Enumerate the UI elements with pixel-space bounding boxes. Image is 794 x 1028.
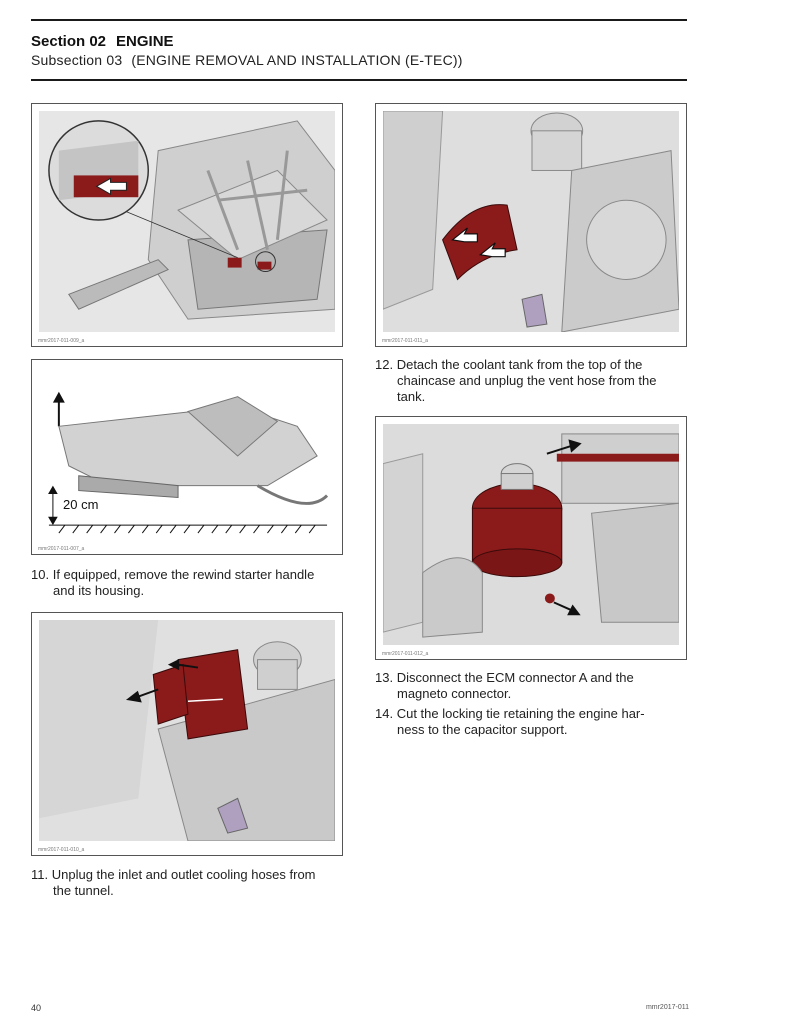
step-10: 10. If equipped, remove the rewind start… [31,567,346,599]
doc-code: mmr2017-011 [645,1004,689,1011]
step-text-cont: magneto connector. [397,686,512,701]
step-text-cont: chaincase and unplug the vent hose from … [397,373,657,388]
step-number: 11. [31,867,49,882]
step-text: Unplug the inlet and outlet cooling hose… [51,867,316,882]
subsection-name: (ENGINE REMOVAL AND INSTALLATION (E-TEC)… [131,52,463,68]
step-13: 13. Disconnect the ECM connector A and t… [375,670,690,702]
figure-id: mmr2017-011-010_a [38,847,85,853]
figure-id: mmr2017-011-011_a [382,338,428,344]
header-top-rule [31,19,687,21]
step-text: If equipped, remove the rewind starter h… [52,567,315,582]
figure-coolant-tank-closeup: mmr2017-011-012_a [375,416,687,660]
step-number: 10. [31,567,50,582]
subsection-title: Subsection 03 (ENGINE REMOVAL AND INSTALL… [31,52,463,68]
figure-coolant-tank: mmr2017-011-011_a [375,103,687,347]
step-text-cont: ness to the capacitor support. [397,722,568,737]
illustration-coolant-tank [383,111,679,332]
figure-cooling-hoses: mmr2017-011-010_a [31,612,343,856]
step-text: Detach the coolant tank from the top of … [396,357,643,372]
illustration-engine-front [39,111,335,332]
page-number: 40 [31,1003,42,1013]
step-11: 11. Unplug the inlet and outlet cooling … [31,867,346,899]
illustration-cooling-hoses [39,620,335,841]
up-arrow-icon [52,391,65,427]
step-text-cont: and its housing. [53,583,145,598]
figure-id: mmr2017-011-007_a [38,546,85,552]
section-name: ENGINE [116,33,174,50]
step-number: 14. [375,706,394,721]
header-bottom-rule [31,79,687,81]
section-label: Section 02 [31,33,107,50]
figure-id: mmr2017-011-012_a [382,651,429,657]
section-title: Section 02 ENGINE [31,33,174,50]
step-12: 12. Detach the coolant tank from the top… [375,357,690,405]
step-text: Disconnect the ECM connector A and the [396,670,634,685]
lift-height-label: 20 cm [63,497,99,512]
illustration-coolant-tank-closeup [383,424,679,645]
step-text-cont: the tunnel. [53,883,114,898]
figure-id: mmr2017-011-009_a [38,338,85,344]
step-14: 14. Cut the locking tie retaining the en… [375,706,690,738]
figure-snowmobile-lift: 20 cm mmr2017-011-007_a [31,359,343,555]
illustration-snowmobile-lift: 20 cm [39,367,335,540]
step-number: 12. [375,357,394,372]
step-number: 13. [375,670,394,685]
figure-engine-front: mmr2017-011-009_a [31,103,343,347]
step-text-cont: tank. [397,389,426,404]
step-text: Cut the locking tie retaining the engine… [396,706,645,721]
subsection-label: Subsection 03 [31,52,123,68]
